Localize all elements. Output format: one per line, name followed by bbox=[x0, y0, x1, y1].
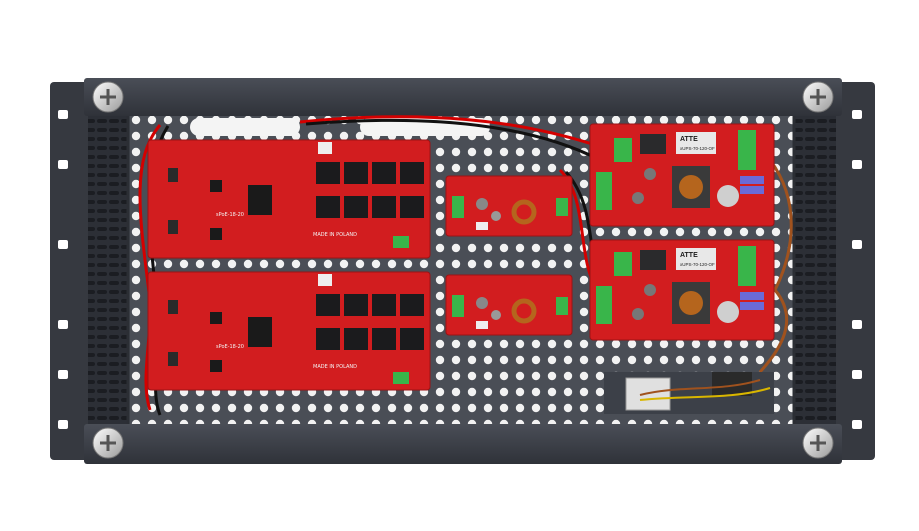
screw-icon bbox=[802, 81, 834, 113]
rj45-port-group bbox=[316, 162, 424, 218]
psu-module-bottom: ATTE xUPS-70-120-OF bbox=[589, 239, 775, 341]
psu-model: xUPS-70-120-OF bbox=[680, 146, 715, 151]
board-label: sPoE-18-20 bbox=[216, 212, 244, 218]
bottom-rail bbox=[84, 424, 842, 464]
rack-ear-left bbox=[50, 82, 88, 460]
screw-icon bbox=[92, 81, 124, 113]
side-wall-right bbox=[792, 112, 836, 430]
psu-module-top: ATTE xUPS-70-120-OF bbox=[589, 123, 775, 227]
poe-switch-board-bottom: sPoE-18-20 MADE IN POLAND bbox=[147, 271, 431, 391]
board-sublabel: MADE IN POLAND bbox=[313, 364, 357, 370]
screw-icon bbox=[802, 427, 834, 459]
psu-model: xUPS-70-120-OF bbox=[680, 262, 715, 267]
psu-brand: ATTE bbox=[680, 136, 698, 143]
psu-brand: ATTE bbox=[680, 252, 698, 259]
dc-converter-top bbox=[445, 175, 573, 237]
board-sublabel: MADE IN POLAND bbox=[313, 232, 357, 238]
board-label: sPoE-18-20 bbox=[216, 344, 244, 350]
side-wall-left bbox=[88, 112, 130, 430]
dc-converter-bottom bbox=[445, 274, 573, 336]
ac-terminal-block bbox=[604, 372, 774, 414]
poe-switch-board-top: sPoE-18-20 MADE IN POLAND bbox=[147, 139, 431, 259]
rack-ear-right bbox=[835, 82, 875, 460]
rj45-port-group bbox=[316, 294, 424, 350]
screw-icon bbox=[92, 427, 124, 459]
top-rail bbox=[84, 78, 842, 116]
